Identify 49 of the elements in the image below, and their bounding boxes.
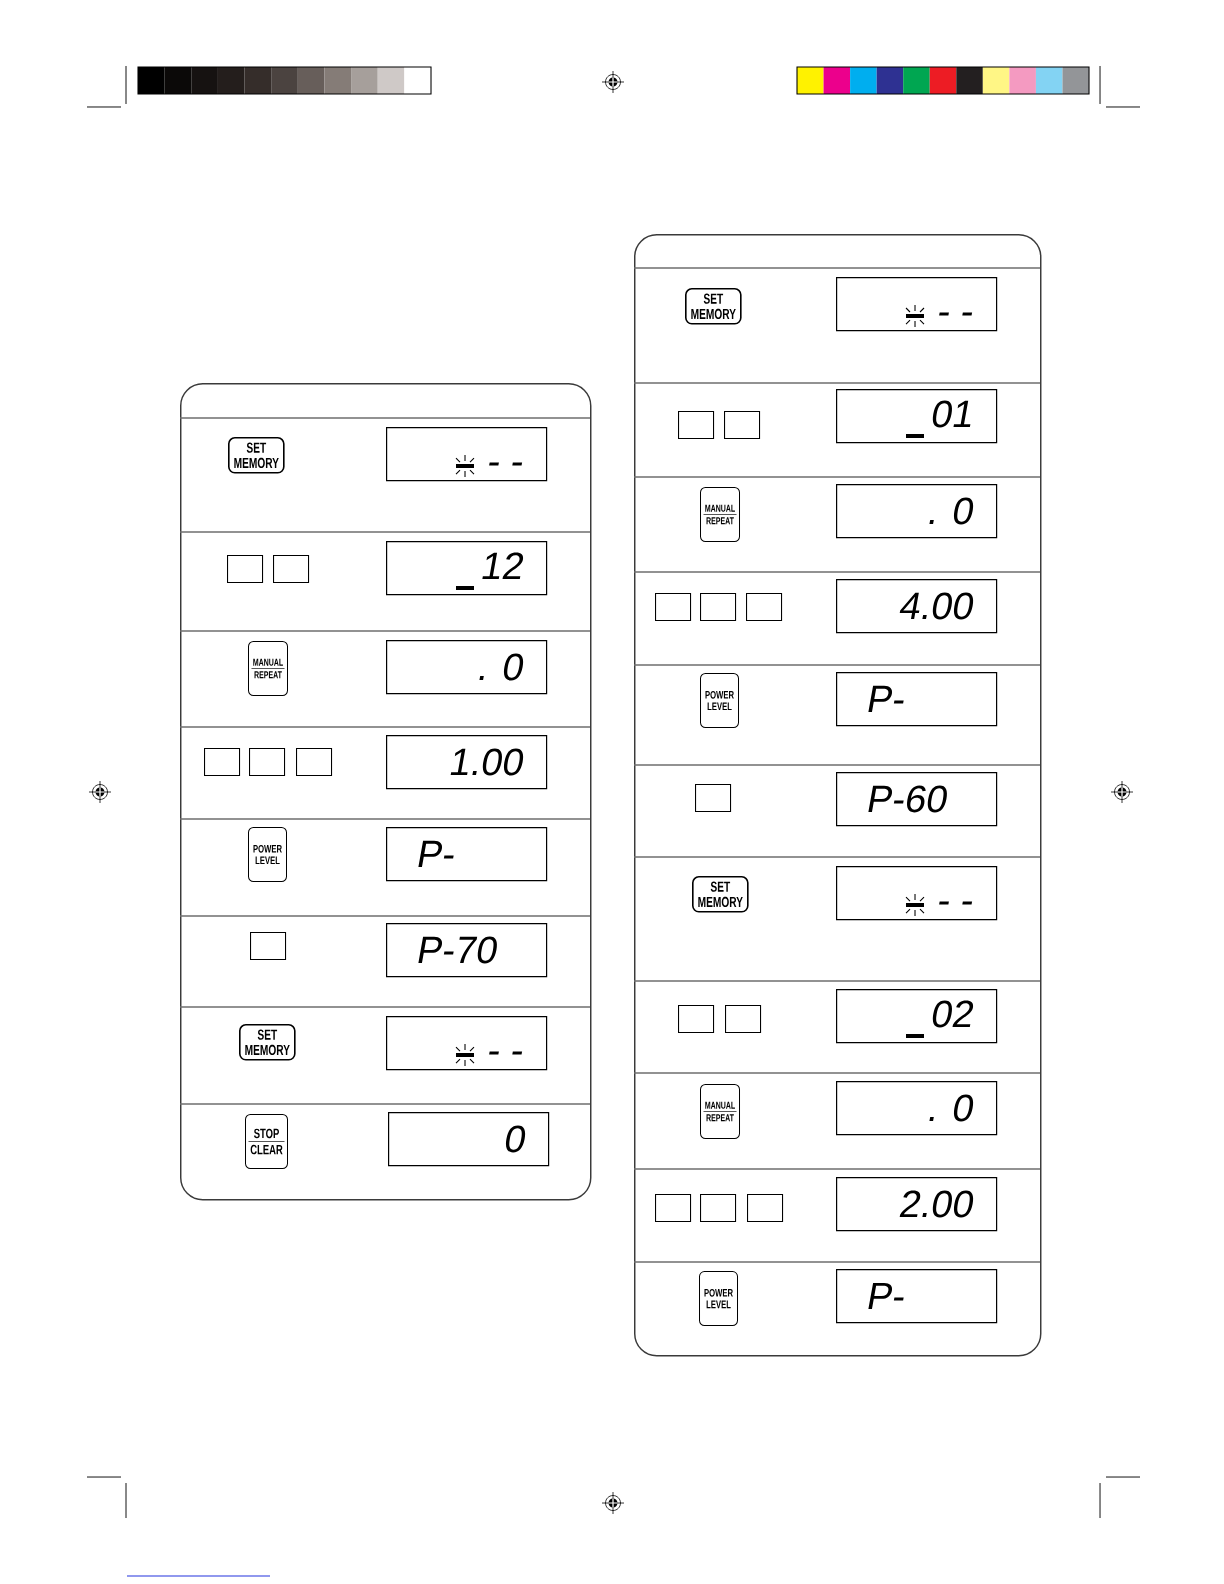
blank-key (655, 1194, 692, 1223)
lcd-display: 12 (386, 541, 548, 596)
lcd-display: P- (386, 827, 548, 882)
lcd-display: P-60 (836, 772, 998, 827)
lcd-display: 2.00 (836, 1177, 998, 1232)
key-button: SET MEMORY (692, 876, 749, 913)
blank-key (296, 748, 333, 777)
blank-key (724, 411, 761, 440)
key-button: MANUAL REPEAT (700, 487, 740, 542)
blank-key (204, 748, 241, 777)
lcd-display: P- (836, 672, 998, 727)
blank-key (273, 555, 310, 584)
lcd-display: P- (836, 1269, 998, 1324)
blank-key (249, 748, 286, 777)
blank-key (700, 593, 737, 622)
blank-key (655, 593, 692, 622)
key-button: POWER LEVEL (699, 1271, 738, 1326)
lcd-display: - - (386, 1016, 548, 1071)
key-button: SET MEMORY (228, 437, 285, 474)
key-button: MANUAL REPEAT (248, 641, 288, 696)
blank-key (678, 1005, 715, 1034)
step-panel (179, 383, 592, 1201)
lcd-display: . 0 (836, 484, 998, 539)
blank-key (227, 555, 264, 584)
lcd-display: 01 (836, 389, 998, 444)
blank-key (725, 1005, 762, 1034)
lcd-display: . 0 (386, 640, 548, 695)
key-button: STOP CLEAR (245, 1114, 288, 1169)
blank-key (747, 1194, 784, 1223)
blank-key (746, 593, 783, 622)
lcd-display: - - (386, 427, 548, 482)
key-button: SET MEMORY (685, 288, 742, 325)
lcd-display: - - (836, 866, 998, 921)
lcd-display: - - (836, 277, 998, 332)
lcd-display: 4.00 (836, 579, 998, 634)
key-button: SET MEMORY (239, 1024, 296, 1061)
lcd-display: . 0 (836, 1081, 998, 1136)
key-button: POWER LEVEL (700, 673, 739, 728)
key-button: POWER LEVEL (248, 827, 287, 882)
step-panel (633, 234, 1042, 1357)
blank-key (700, 1194, 737, 1223)
blank-key (250, 932, 287, 961)
blank-key (695, 784, 732, 813)
lcd-display: P-70 (386, 923, 548, 978)
blank-key (678, 411, 715, 440)
lcd-display: 02 (836, 989, 998, 1044)
lcd-display: 1.00 (386, 735, 548, 790)
lcd-display: 0 (388, 1112, 550, 1167)
key-button: MANUAL REPEAT (700, 1084, 740, 1139)
